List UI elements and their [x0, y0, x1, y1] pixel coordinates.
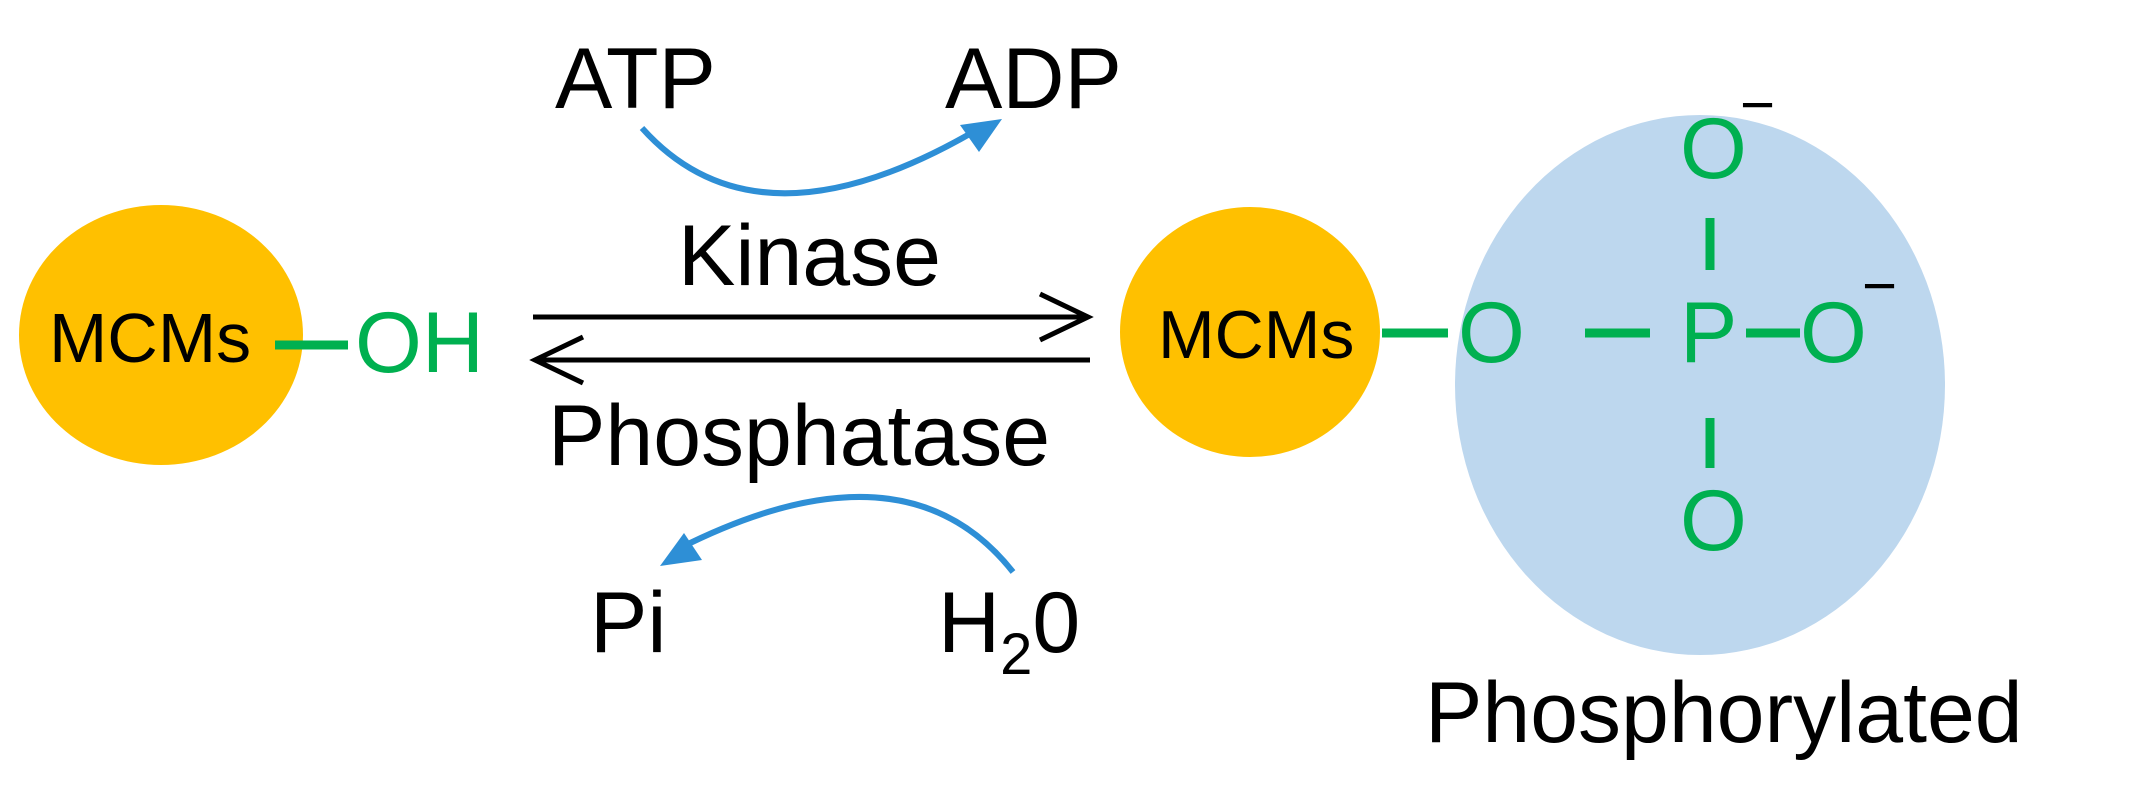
phosphate-halo [1455, 115, 1945, 655]
svg-text:H20: H20 [938, 575, 1080, 687]
kinase-label: Kinase [678, 208, 941, 304]
bridge-oxygen: O [1458, 285, 1525, 381]
atp-to-adp-arrowhead [960, 119, 1002, 152]
phosphorus-atom: P [1680, 285, 1737, 381]
atp-label: ATP [555, 31, 716, 127]
atp-to-adp-curve [639, 122, 987, 197]
left-mcms-label: MCMs [49, 299, 251, 377]
top-oxygen-charge: − [1740, 71, 1775, 138]
right-oxygen-charge: − [1862, 252, 1897, 319]
pi-label: Pi [590, 575, 666, 671]
water-to-pi-curve [678, 493, 1016, 574]
right-mcms-bead [1120, 207, 1380, 457]
adp-label: ADP [945, 31, 1122, 127]
right-mcms-label: MCMs [1158, 297, 1354, 373]
forward-arrow [533, 291, 1094, 343]
reverse-arrow [529, 334, 1090, 386]
hydroxyl-group: OH [355, 295, 484, 391]
top-oxygen: O [1680, 101, 1747, 197]
water-label: H20 [938, 575, 1080, 687]
water-to-pi-arrowhead [660, 533, 702, 566]
phosphorylated-caption: Phosphorylated [1425, 665, 2023, 761]
bottom-oxygen: O [1680, 473, 1747, 569]
phosphatase-label: Phosphatase [548, 388, 1050, 484]
right-oxygen: O [1800, 285, 1867, 381]
left-mcms-bead [19, 205, 303, 465]
